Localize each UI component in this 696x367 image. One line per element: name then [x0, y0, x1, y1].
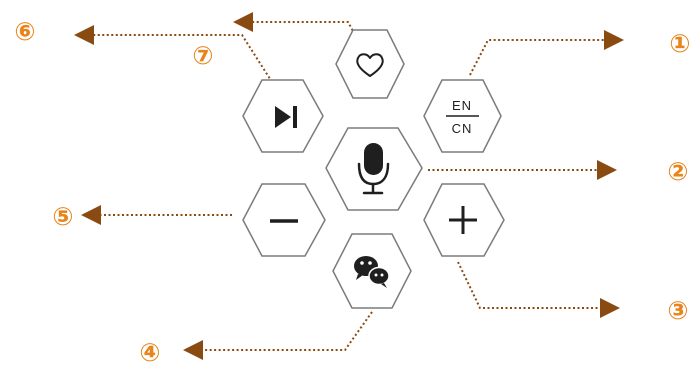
callout-1: ① [669, 29, 690, 58]
next-track-button[interactable] [242, 79, 324, 153]
leader-line-6 [74, 25, 273, 83]
volume-up-button[interactable] [423, 183, 505, 257]
callout-7: ⑦ [192, 41, 213, 70]
plus-icon [449, 206, 477, 234]
callout-3: ③ [667, 296, 688, 325]
callout-numbers: ① ② ③ ④ ⑤ ⑥ ⑦ [14, 17, 690, 367]
callout-2: ② [667, 157, 688, 186]
language-toggle-icon: EN CN [446, 98, 479, 136]
wechat-icon [354, 256, 390, 288]
callout-5: ⑤ [52, 202, 73, 231]
heart-icon [356, 53, 384, 77]
language-toggle-button[interactable]: EN CN [423, 79, 502, 153]
play-next-icon [275, 106, 297, 128]
leader-line-1 [469, 30, 624, 76]
favorite-button[interactable] [335, 29, 405, 99]
leader-line-3 [457, 261, 620, 318]
microphone-icon [357, 143, 390, 195]
language-en-label: EN [452, 98, 472, 113]
callout-4: ④ [139, 338, 160, 367]
language-cn-label: CN [452, 121, 473, 136]
callout-6: ⑥ [14, 17, 35, 46]
voice-button[interactable] [325, 127, 423, 211]
volume-down-button[interactable] [242, 183, 326, 257]
wechat-button[interactable] [332, 233, 412, 309]
leader-line-4 [183, 311, 373, 360]
